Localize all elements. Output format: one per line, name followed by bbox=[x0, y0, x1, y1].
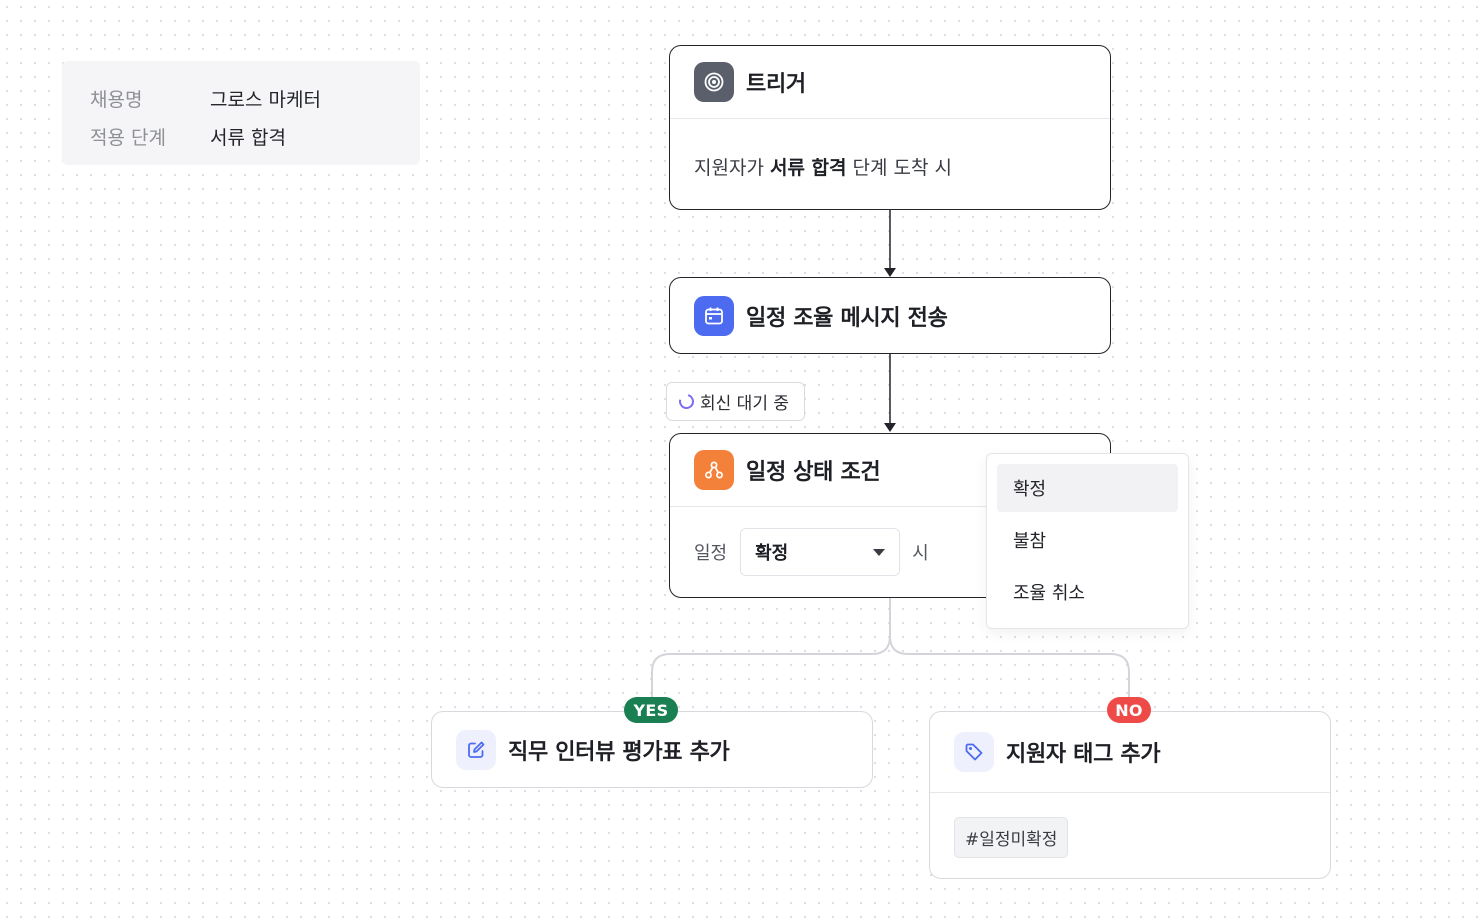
job-node-title: 직무 인터뷰 평가표 추가 bbox=[508, 739, 730, 765]
dropdown-option-cancelled[interactable]: 조율 취소 bbox=[1013, 583, 1085, 604]
condition-node-header: 일정 상태 조건 bbox=[670, 434, 1110, 506]
condition-prefix: 일정 bbox=[694, 543, 728, 564]
trigger-node-header: 트리거 bbox=[670, 46, 1110, 118]
condition-body: 일정 확정 시 bbox=[670, 507, 1110, 576]
pending-label: 회신 대기 중 bbox=[700, 394, 790, 414]
job-node-header: 직무 인터뷰 평가표 추가 bbox=[432, 712, 872, 787]
condition-suffix: 시 bbox=[912, 543, 929, 564]
recruitment-info-card: 채용명 그로스 마케터 적용 단계 서류 합격 bbox=[62, 61, 420, 165]
trigger-node[interactable]: 트리거 지원자가 서류 합격 단계 도착 시 bbox=[669, 45, 1111, 210]
tag-node-header: 지원자 태그 추가 bbox=[930, 712, 1330, 792]
select-value: 확정 bbox=[755, 543, 789, 564]
trigger-desc-prefix: 지원자가 bbox=[694, 157, 770, 179]
schedule-title: 일정 조율 메시지 전송 bbox=[746, 305, 948, 331]
trigger-desc-suffix: 단계 도착 시 bbox=[846, 157, 953, 179]
applicant-tag-chip[interactable]: #일정미확정 bbox=[954, 817, 1069, 858]
trigger-desc-stage: 서류 합격 bbox=[769, 157, 847, 179]
trigger-title: 트리거 bbox=[746, 72, 806, 97]
info-row-job: 채용명 그로스 마케터 bbox=[90, 79, 420, 117]
chevron-down-icon bbox=[873, 548, 886, 556]
tag-node-title: 지원자 태그 추가 bbox=[1006, 742, 1161, 767]
edit-icon bbox=[456, 729, 496, 770]
schedule-message-node[interactable]: 일정 조율 메시지 전송 bbox=[669, 277, 1111, 354]
pending-reply-badge: 회신 대기 중 bbox=[666, 382, 805, 421]
condition-title: 일정 상태 조건 bbox=[746, 460, 881, 485]
yes-branch-badge: YES bbox=[624, 697, 678, 723]
branch-icon bbox=[694, 450, 734, 490]
info-value: 서류 합격 bbox=[210, 126, 286, 149]
trigger-description: 지원자가 서류 합격 단계 도착 시 bbox=[670, 119, 1110, 180]
info-row-stage: 적용 단계 서류 합격 bbox=[90, 117, 420, 155]
tag-icon bbox=[954, 732, 994, 772]
info-value: 그로스 마케터 bbox=[210, 88, 321, 111]
dropdown-option-confirmed[interactable]: 확정 bbox=[997, 464, 1178, 512]
tag-node-body: #일정미확정 bbox=[930, 793, 1330, 858]
info-label: 적용 단계 bbox=[90, 126, 166, 149]
schedule-status-dropdown: 확정 불참 조율 취소 bbox=[986, 453, 1189, 629]
dropdown-option-absent[interactable]: 불참 bbox=[1013, 531, 1047, 552]
divider bbox=[670, 506, 1110, 507]
target-icon bbox=[694, 62, 734, 102]
add-applicant-tag-node[interactable]: 지원자 태그 추가 #일정미확정 bbox=[929, 711, 1331, 879]
schedule-node-header: 일정 조율 메시지 전송 bbox=[670, 278, 1110, 353]
info-label: 채용명 bbox=[90, 88, 143, 111]
add-interview-form-node[interactable]: 직무 인터뷰 평가표 추가 bbox=[431, 711, 873, 788]
spinner-icon bbox=[676, 391, 697, 412]
calendar-icon bbox=[694, 295, 734, 336]
divider bbox=[670, 118, 1110, 119]
no-branch-badge: NO bbox=[1107, 697, 1151, 723]
divider bbox=[930, 792, 1330, 793]
schedule-status-select[interactable]: 확정 bbox=[740, 528, 901, 576]
